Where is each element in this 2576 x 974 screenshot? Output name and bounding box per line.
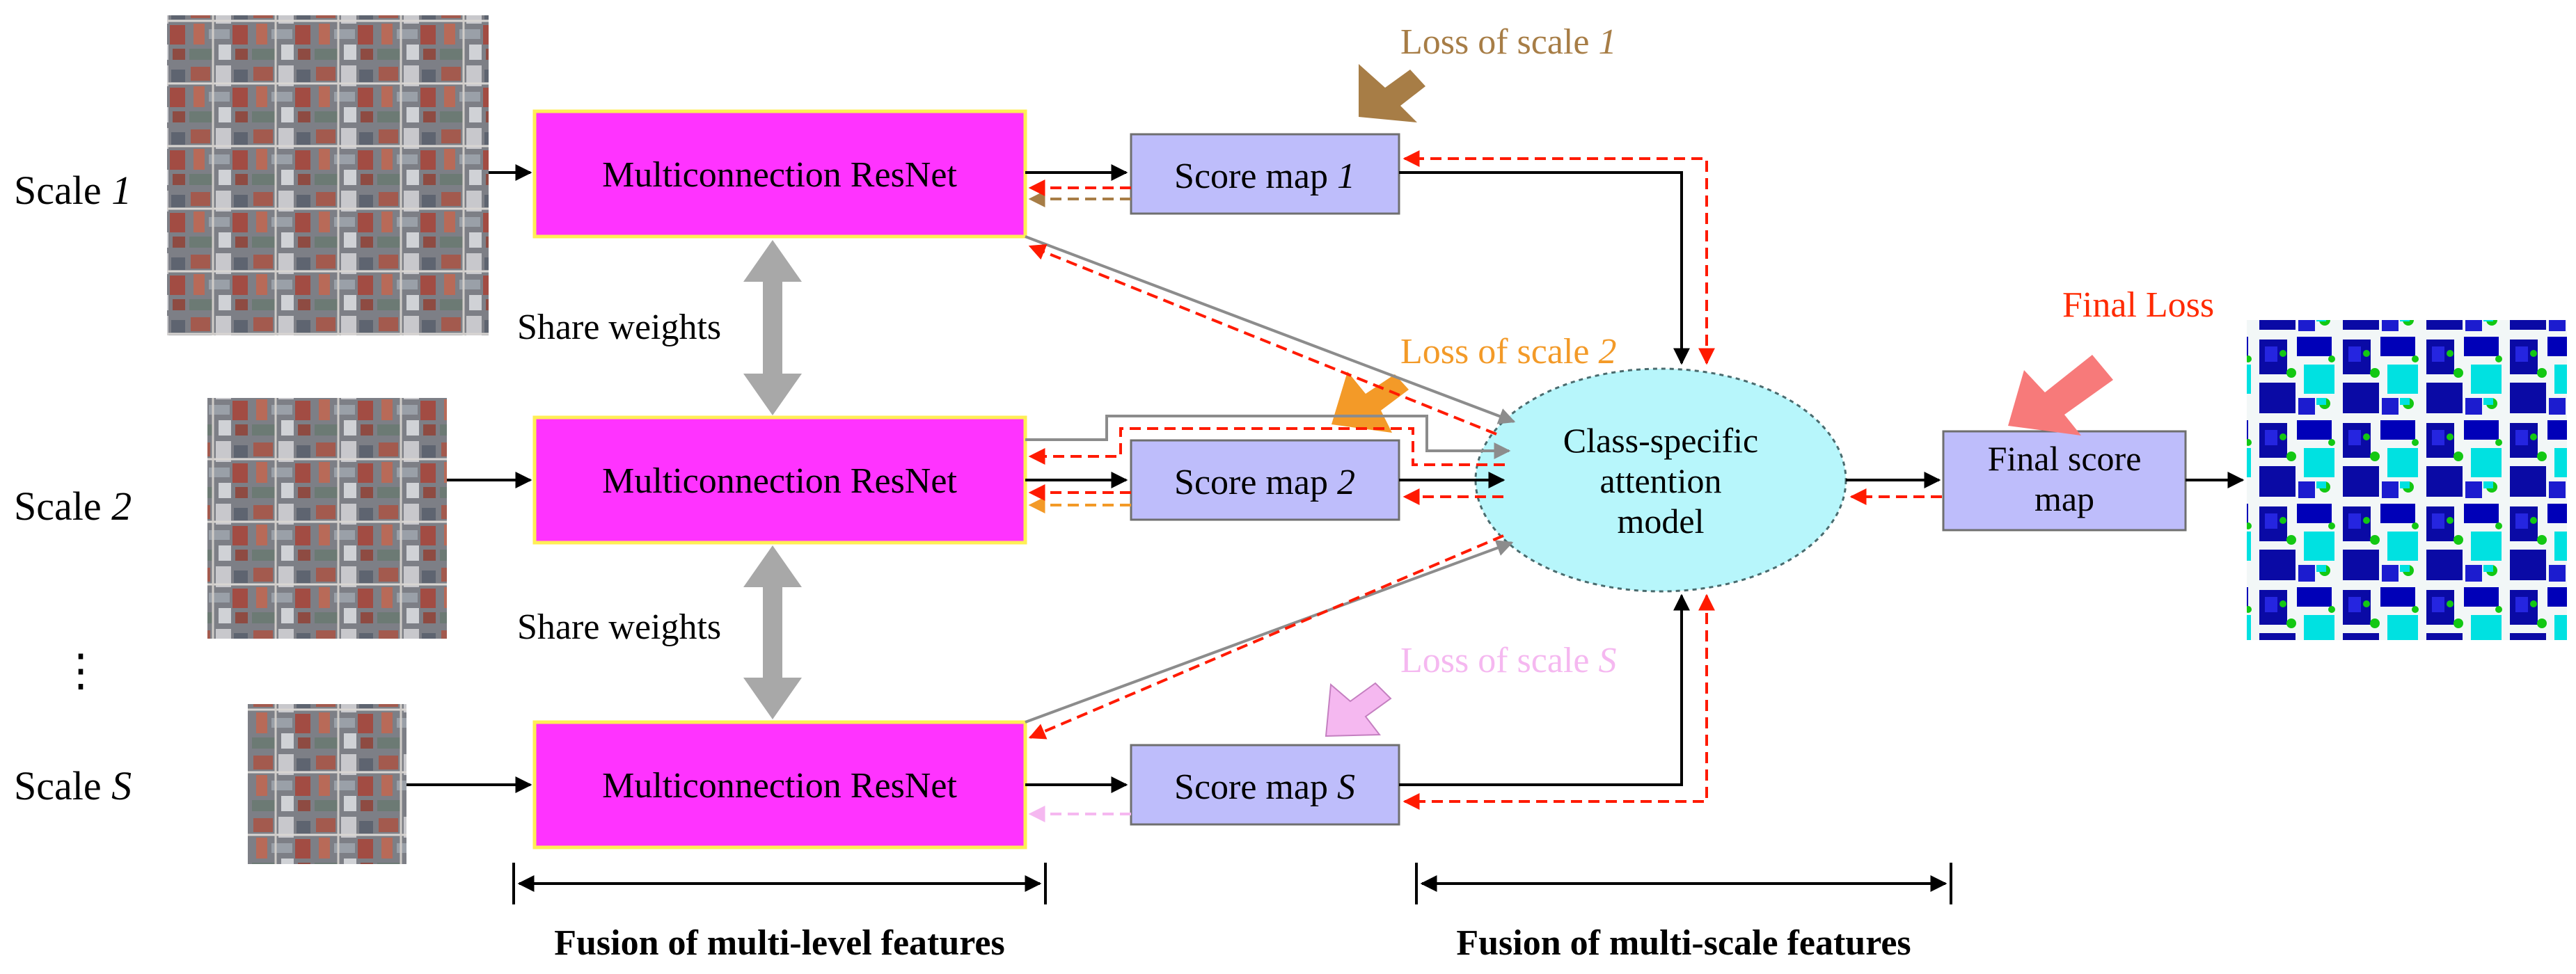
scale-s-label: Scale S [14, 763, 132, 808]
forward-arrow-scores-attention [1399, 593, 1690, 786]
backprop-attention-resnet1 [1028, 244, 1497, 436]
fusion-multi-level-label: Fusion of multi-level features [554, 923, 1005, 963]
loss-scale-1-label: Loss of scale 1 [1400, 22, 1616, 62]
score-map-1-label: Score map 1 [1174, 157, 1355, 196]
resnet-block-s [532, 720, 1027, 849]
segmentation-output-image [2247, 320, 2567, 640]
share-weights-arrow-2 [743, 545, 802, 719]
vertical-ellipsis: ⋮ [58, 646, 103, 695]
final-score-map [1942, 430, 2187, 532]
resnet-label-2: Multiconnection ResNet [602, 461, 957, 501]
final-score-label-line2: map [2034, 479, 2094, 518]
loss-scale-1-arrow [1359, 64, 1425, 122]
scale-2-label: Scale 2 [14, 484, 132, 529]
resnet-label-1: Multiconnection ResNet [602, 155, 957, 195]
fusion-multi-scale-label: Fusion of multi-scale features [1456, 923, 1911, 963]
backprop-attention-resnet2 [1028, 427, 1505, 466]
score-map-s [1130, 744, 1400, 826]
resnet-label-s: Multiconnection ResNet [602, 766, 957, 806]
backprop-attention-resnets [1028, 534, 1504, 740]
aerial-image-scale-s [248, 704, 406, 864]
final-loss-label: Final Loss [2062, 285, 2214, 325]
aerial-image-scale-2 [207, 398, 447, 639]
share-weights-label-1: Share weights [517, 308, 721, 347]
share-weights-arrow-1 [743, 240, 802, 415]
attention-label-line1: Class-specific [1563, 421, 1758, 460]
skip-arrow-resnet2-attention [1025, 415, 1511, 459]
final-score-label-line1: Final score [1988, 439, 2142, 478]
skip-arrow-resnets-attention [1025, 540, 1514, 724]
attention-label-line3: model [1618, 502, 1705, 541]
scale-1-label: Scale 1 [14, 168, 132, 213]
resnet-block-1 [532, 109, 1027, 239]
loss-scale-s-arrow [1325, 682, 1392, 737]
loss-scale-2-label: Loss of scale 2 [1400, 332, 1616, 372]
score-map-s-label: Score map S [1174, 767, 1355, 807]
backprop-attention-scores [1402, 593, 1715, 810]
attention-label-line2: attention [1600, 461, 1722, 500]
skip-arrow-resnet1-attention [1025, 235, 1516, 424]
resnet-block-2 [532, 415, 1027, 545]
score-map-1 [1130, 133, 1400, 215]
backprop-attention-score1 [1402, 150, 1715, 365]
score-map-2-label: Score map 2 [1174, 463, 1355, 502]
share-weights-label-2: Share weights [517, 607, 721, 647]
score-map-2 [1130, 439, 1400, 521]
aerial-image-scale-1 [167, 15, 489, 335]
loss-scale-s-label: Loss of scale S [1400, 641, 1616, 680]
loss-scale-2-arrow [1332, 372, 1409, 433]
final-loss-arrow [2008, 355, 2113, 436]
